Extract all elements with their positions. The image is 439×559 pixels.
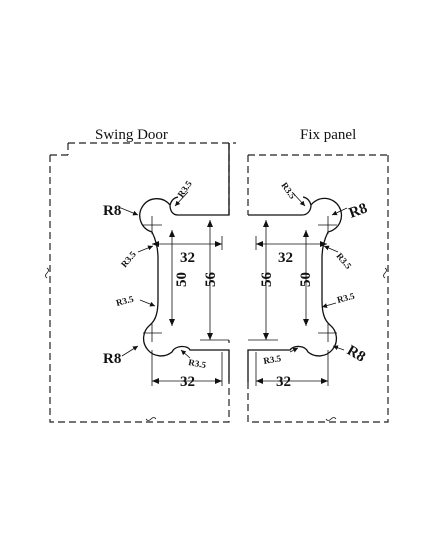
fix-panel-center-mark-top — [318, 216, 337, 234]
swing-door-r8-top-leader — [120, 207, 139, 216]
swing-door-center-mark-top — [143, 216, 162, 234]
fix-panel-dim-outer-height: 56 — [259, 272, 275, 288]
fix-panel-dim-inner-height: 50 — [298, 272, 314, 287]
swing-door-break-mark-left — [45, 267, 49, 279]
fix-panel-r35-top: R3.5 — [279, 180, 298, 201]
swing-door-r35-lower-left: R3.5 — [115, 294, 135, 308]
swing-door-r35-lower-left-leader — [139, 299, 156, 307]
swing-door-dim-outer-height: 56 — [203, 272, 219, 288]
fix-panel-top-notch — [302, 196, 312, 206]
swing-door-r35-bottom: R3.5 — [188, 357, 208, 370]
fix-panel-outline — [247, 154, 389, 423]
fix-panel-r8-bottom: R8 — [344, 343, 368, 366]
swing-door-r35-top: R3.5 — [175, 178, 194, 199]
swing-door-title: Swing Door — [95, 127, 168, 143]
fix-panel-title: Fix panel — [300, 127, 356, 143]
swing-door-top-notch — [169, 196, 179, 206]
swing-door-dim-56-ext — [200, 214, 229, 341]
fix-panel-r8-top: R8 — [347, 200, 370, 221]
fix-panel-r35-upper-right-leader — [323, 245, 339, 253]
swing-door-r8-top: R8 — [103, 203, 121, 219]
swing-door-r8-bottom-leader — [121, 345, 139, 357]
fix-panel-r35-lower-right: R3.5 — [336, 291, 356, 305]
swing-door-r35-upper-left: R3.5 — [119, 249, 138, 269]
swing-door-panel: Swing Door 32 50 56 32 R8 R3.5 — [45, 127, 236, 423]
fix-panel-break-mark-right — [383, 267, 387, 279]
fix-panel-dim-width-top: 32 — [278, 250, 293, 266]
swing-door-outline — [49, 142, 236, 423]
fix-panel-r35-upper-right: R3.5 — [334, 251, 353, 271]
swing-door-r35-top-leader — [174, 191, 189, 207]
swing-door-r8-bottom: R8 — [103, 351, 121, 367]
fix-panel-r8-bottom-leader — [332, 345, 345, 351]
fix-panel-hinge-profile — [247, 197, 343, 382]
fix-panel-r35-top-leader — [291, 191, 306, 207]
fix-panel-r35-bottom: R3.5 — [263, 353, 283, 366]
swing-door-break-mark-bottom — [145, 417, 157, 421]
fix-panel-center-mark-bottom — [318, 324, 337, 342]
swing-door-hinge-profile — [139, 143, 230, 382]
swing-door-dim-width-top: 32 — [180, 250, 195, 266]
swing-door-dim-inner-height: 50 — [174, 272, 190, 287]
fix-panel-dim-width-bottom: 32 — [276, 374, 291, 390]
swing-door-r35-upper-left-leader — [137, 245, 154, 253]
fix-panel-r35-bottom-leader — [289, 347, 299, 353]
fix-panel: Fix panel 32 56 50 32 R3.5 R8 R3.5 — [247, 127, 389, 423]
fix-panel-break-mark-bottom — [325, 417, 337, 421]
fix-panel-r35-lower-right-leader — [321, 302, 337, 309]
swing-door-r35-bottom-leader — [180, 349, 191, 359]
swing-door-dim-width-bottom: 32 — [180, 374, 195, 390]
swing-door-center-mark-bottom — [143, 324, 162, 342]
fix-panel-r8-top-leader — [331, 207, 348, 216]
